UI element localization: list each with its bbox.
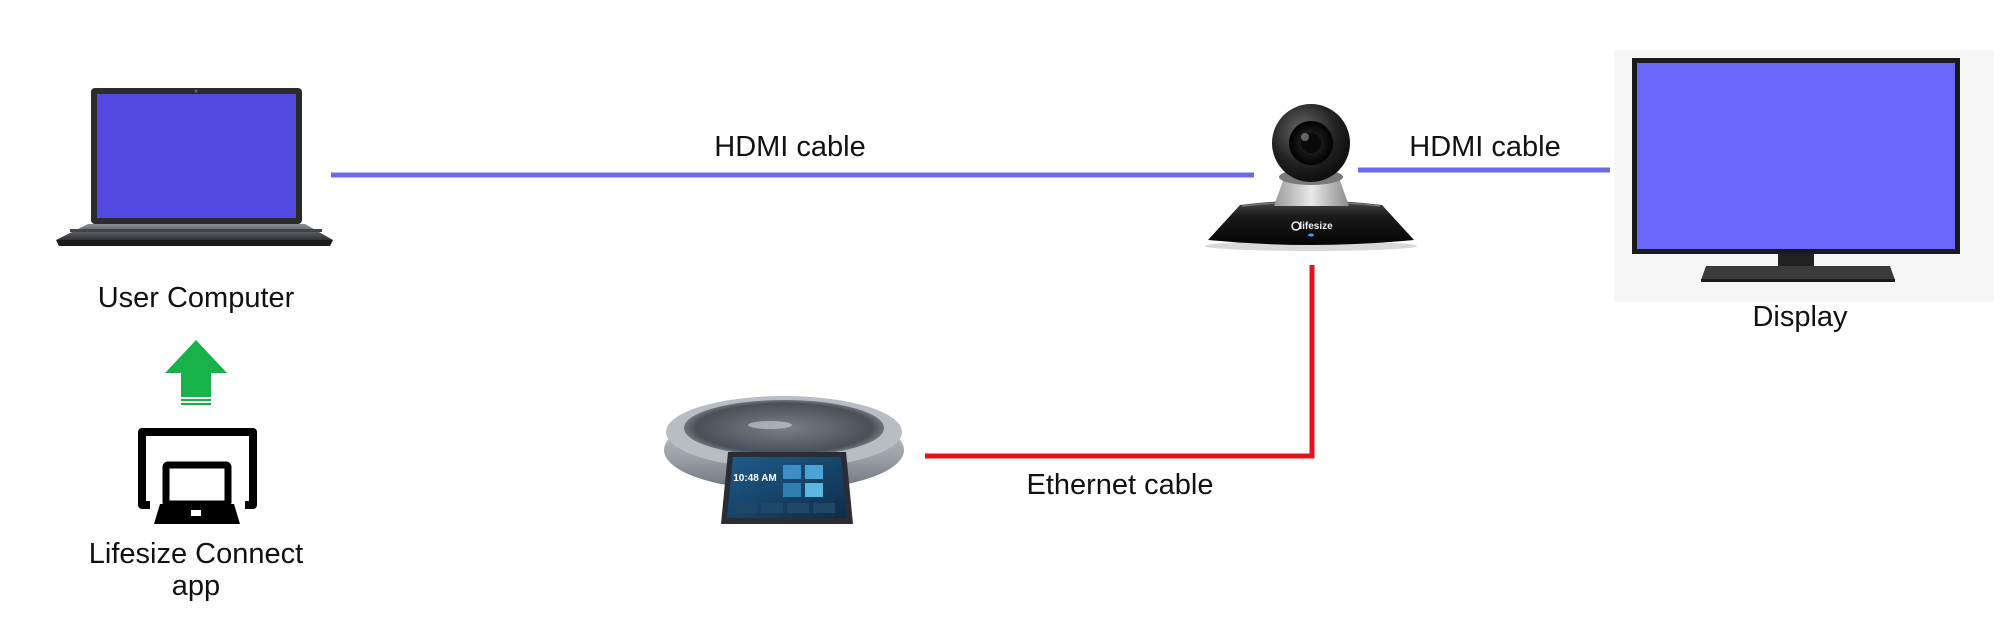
screen-share-icon bbox=[138, 428, 257, 524]
phone-clock-text: 10:48 AM bbox=[733, 473, 777, 484]
user-computer-label: User Computer bbox=[97, 282, 295, 314]
app-label-line2: app bbox=[171, 570, 221, 602]
ethernet-cable-line bbox=[925, 265, 1315, 459]
tv-display-icon bbox=[1614, 50, 1994, 302]
hdmi-cable-label-left: HDMI cable bbox=[714, 131, 866, 163]
hdmi-cable-label-right: HDMI cable bbox=[1409, 131, 1561, 163]
app-label-line1: Lifesize Connect bbox=[88, 538, 304, 570]
conference-phone-icon: 10:48 AM bbox=[664, 396, 904, 524]
display-label: Display bbox=[1752, 301, 1848, 333]
arrow-up-icon bbox=[165, 340, 227, 405]
camera-brand-text: lifesize bbox=[1299, 221, 1333, 232]
laptop-icon bbox=[56, 88, 333, 246]
ethernet-cable-label: Ethernet cable bbox=[1026, 469, 1214, 501]
ptz-camera-icon: lifesize bbox=[1205, 104, 1417, 251]
